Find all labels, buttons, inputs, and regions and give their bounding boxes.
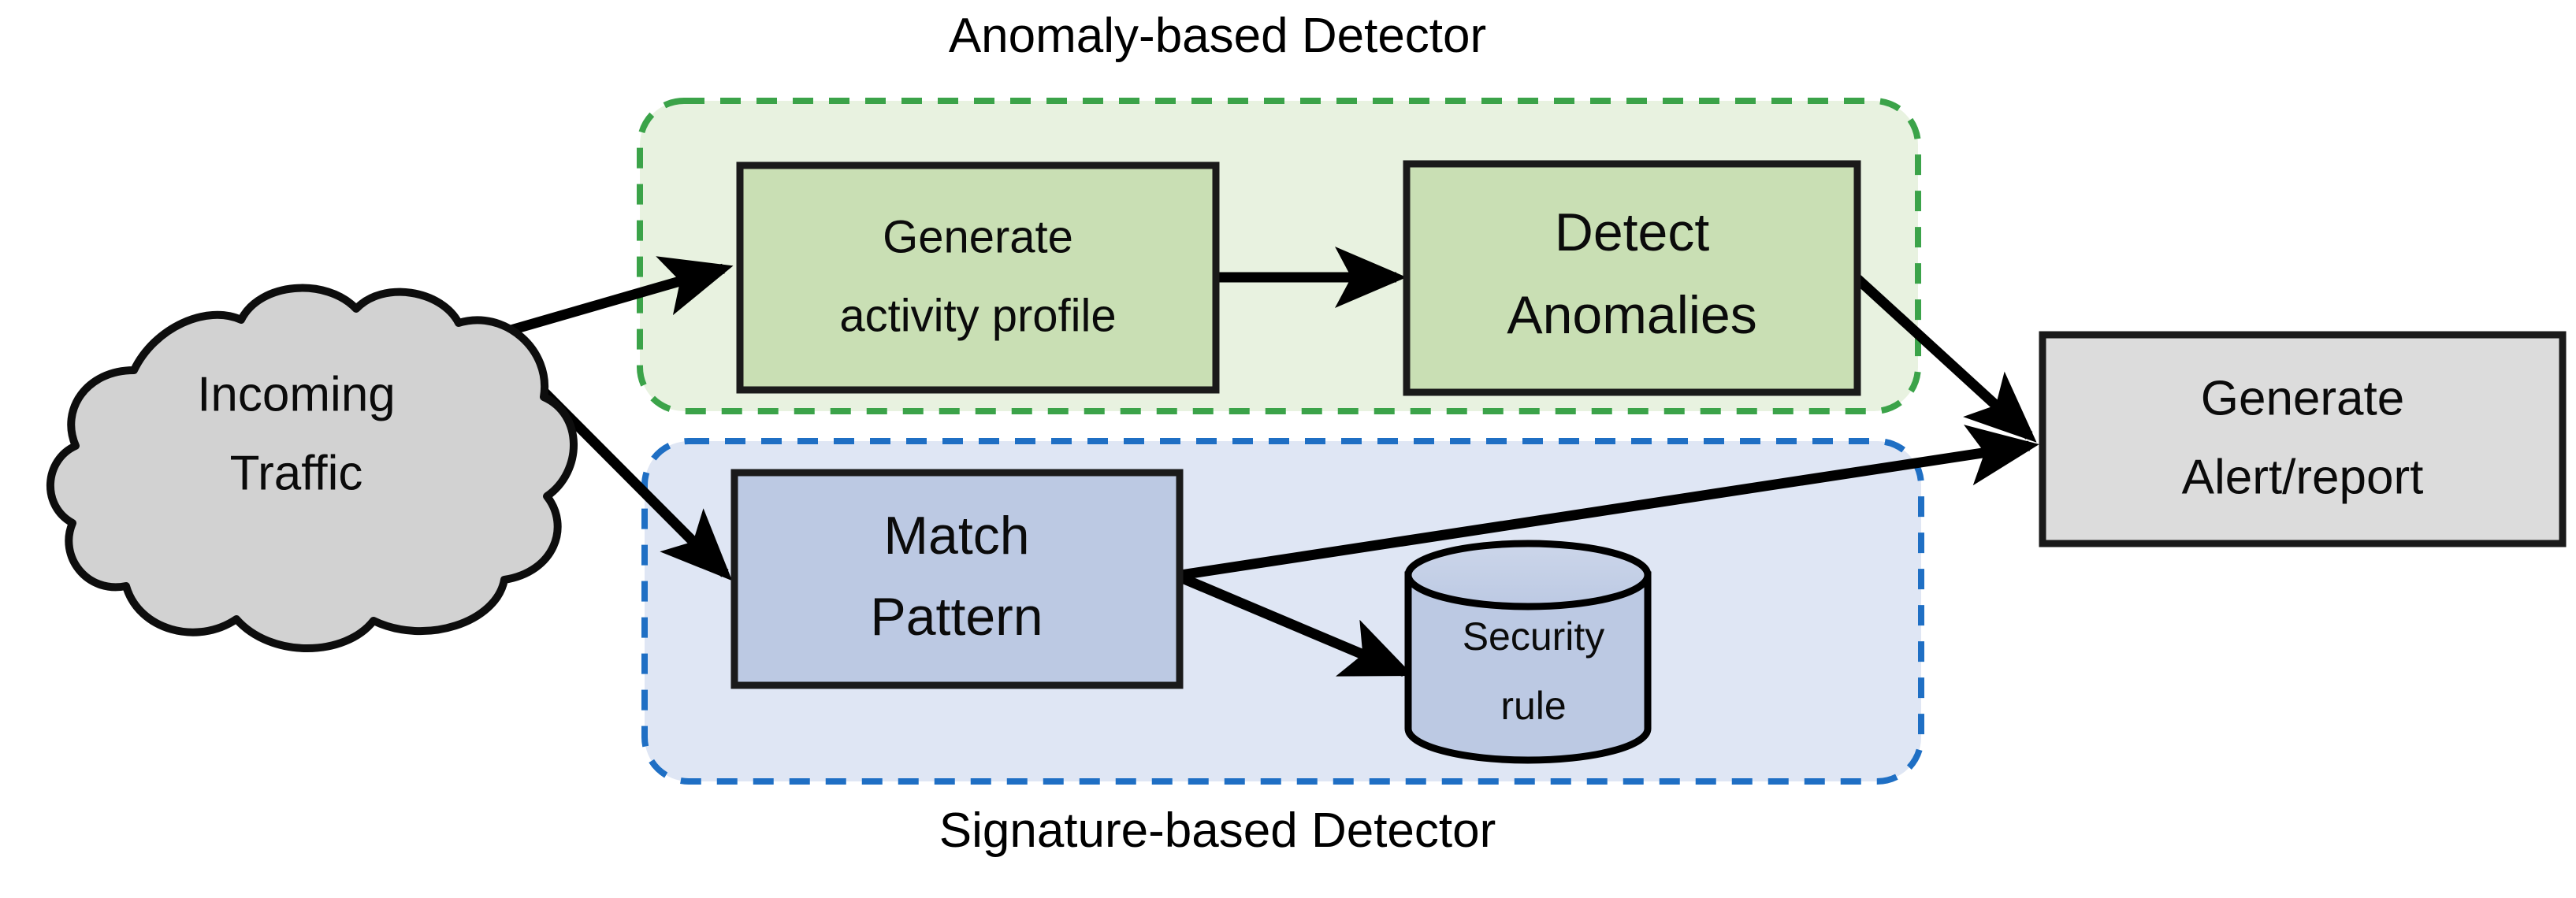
- anomaly-group-title: Anomaly-based Detector: [949, 9, 1486, 63]
- security-rule-label-line1: Security: [1463, 614, 1605, 659]
- node-incoming-traffic[interactable]: Incoming Traffic: [46, 284, 578, 652]
- cloud-shape: [46, 284, 578, 652]
- security-rule-cylinder-top: [1404, 540, 1652, 610]
- node-generate-activity-profile[interactable]: Generate activity profile: [736, 161, 1220, 394]
- match-pattern-label-line1: Match: [883, 506, 1029, 566]
- detect-anomalies-label-line1: Detect: [1555, 202, 1710, 262]
- detect-anomalies-label-line2: Anomalies: [1507, 285, 1757, 345]
- generate-alert-report-label-line1: Generate: [2201, 371, 2405, 425]
- node-security-rule[interactable]: Security rule: [1404, 540, 1652, 764]
- node-detect-anomalies[interactable]: Detect Anomalies: [1403, 160, 1861, 396]
- edge-detect-to-alert: [1852, 273, 2037, 443]
- edge-traffic-to-profile: [507, 256, 734, 336]
- node-generate-alert-report[interactable]: Generate Alert/report: [2039, 331, 2567, 547]
- edge-match-to-alert: [1180, 425, 2039, 581]
- generate-alert-report-box: [2039, 331, 2567, 547]
- incoming-traffic-label-line2: Traffic: [230, 446, 363, 500]
- generate-activity-profile-label-line1: Generate: [883, 211, 1073, 262]
- node-match-pattern[interactable]: Match Pattern: [730, 469, 1184, 689]
- incoming-traffic-label-line1: Incoming: [197, 367, 396, 421]
- edge-match-to-security-rule: [1178, 573, 1414, 677]
- match-pattern-box: [730, 469, 1184, 689]
- security-rule-label-line2: rule: [1500, 684, 1566, 728]
- generate-activity-profile-label-line2: activity profile: [839, 290, 1116, 341]
- signature-group-title: Signature-based Detector: [939, 803, 1496, 858]
- generate-activity-profile-box: [736, 161, 1220, 394]
- security-rule-cylinder-body: [1404, 571, 1652, 764]
- match-pattern-label-line2: Pattern: [870, 587, 1043, 647]
- generate-alert-report-label-line2: Alert/report: [2182, 450, 2424, 504]
- detect-anomalies-box: [1403, 160, 1861, 396]
